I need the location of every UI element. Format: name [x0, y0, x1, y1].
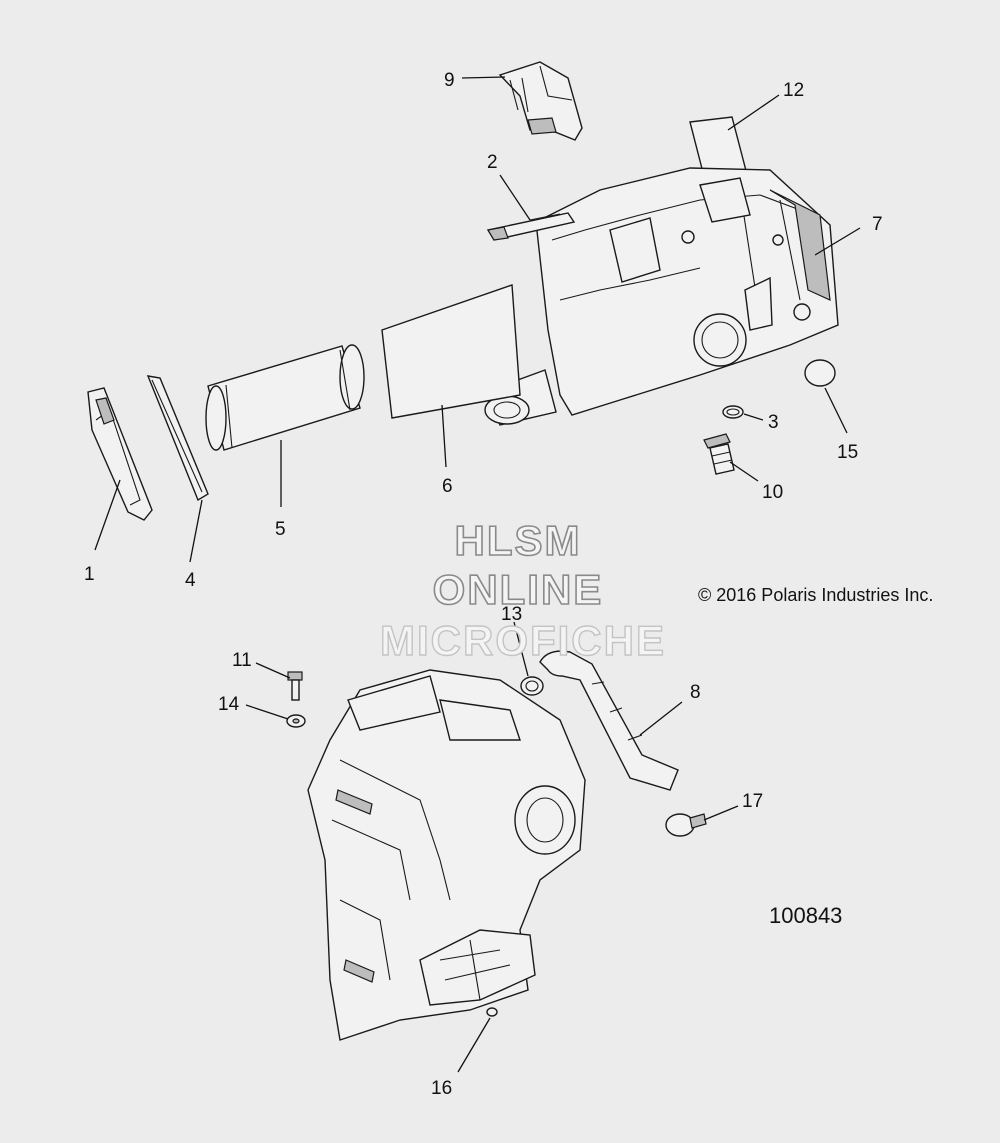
leader-14: [245, 704, 289, 720]
part-8-hose: [539, 650, 679, 791]
watermark-line-2: ONLINE: [433, 566, 604, 613]
part-4-gasket-plate: [146, 375, 209, 502]
leader-6: [441, 404, 447, 468]
part-9-bracket: [498, 61, 583, 141]
leader-7: [814, 227, 861, 256]
callout-labels: 1 2 3 4 5 6 7 8 9 10 11 12 13 14 15 16 1…: [84, 70, 883, 1099]
callout-4: 4: [185, 570, 196, 591]
part-2-strap: [486, 212, 576, 241]
leader-1: [94, 479, 121, 551]
callout-15: 15: [837, 442, 858, 463]
part-17-hose-clamp: [665, 813, 707, 837]
part-10-drain-valve: [703, 433, 735, 475]
callout-16: 16: [431, 1078, 452, 1099]
callout-6: 6: [442, 476, 453, 497]
part-3-o-ring: [722, 405, 744, 419]
leader-2: [499, 174, 531, 221]
callout-14: 14: [218, 694, 240, 715]
leader-4: [189, 499, 203, 563]
callout-8: 8: [690, 682, 701, 703]
leader-8: [639, 701, 683, 736]
callout-11: 11: [232, 650, 252, 671]
watermark-line-1: HLSM: [455, 517, 582, 564]
leader-11: [255, 662, 291, 679]
leader-12: [727, 94, 780, 131]
callout-12: 12: [783, 80, 804, 101]
callout-9: 9: [444, 70, 455, 91]
callout-3: 3: [768, 412, 779, 433]
leader-9: [461, 76, 506, 79]
leader-10: [729, 461, 759, 482]
part-5-cylinder-filter: [205, 344, 365, 451]
leader-3: [743, 413, 764, 421]
leader-16: [457, 1017, 491, 1073]
leader-17: [703, 805, 739, 821]
part-13-clamp: [520, 676, 544, 696]
part-11-screw: [287, 671, 303, 701]
lower-airbox-assembly: [307, 669, 586, 1041]
callout-1: 1: [84, 564, 95, 585]
part-15-plug: [804, 359, 836, 387]
callout-2: 2: [487, 152, 498, 173]
copyright-notice: © 2016 Polaris Industries Inc.: [698, 585, 933, 605]
callout-5: 5: [275, 519, 286, 540]
watermark: HLSM ONLINE MICROFICHE: [379, 516, 666, 665]
part-7-airbox-housing: [484, 167, 839, 426]
leader-lines: [94, 76, 861, 1073]
leader-13: [513, 621, 529, 677]
callout-7: 7: [872, 214, 883, 235]
callout-13: 13: [501, 604, 522, 625]
callout-10: 10: [762, 482, 783, 503]
figure-number: 100843: [769, 903, 842, 928]
callout-17: 17: [742, 791, 763, 812]
part-14-washer: [286, 714, 306, 728]
part-1-cover: [87, 387, 153, 521]
watermark-line-3: MICROFICHE: [380, 617, 666, 664]
part-6-filter-sleeve: [381, 284, 521, 419]
leader-15: [824, 387, 848, 434]
